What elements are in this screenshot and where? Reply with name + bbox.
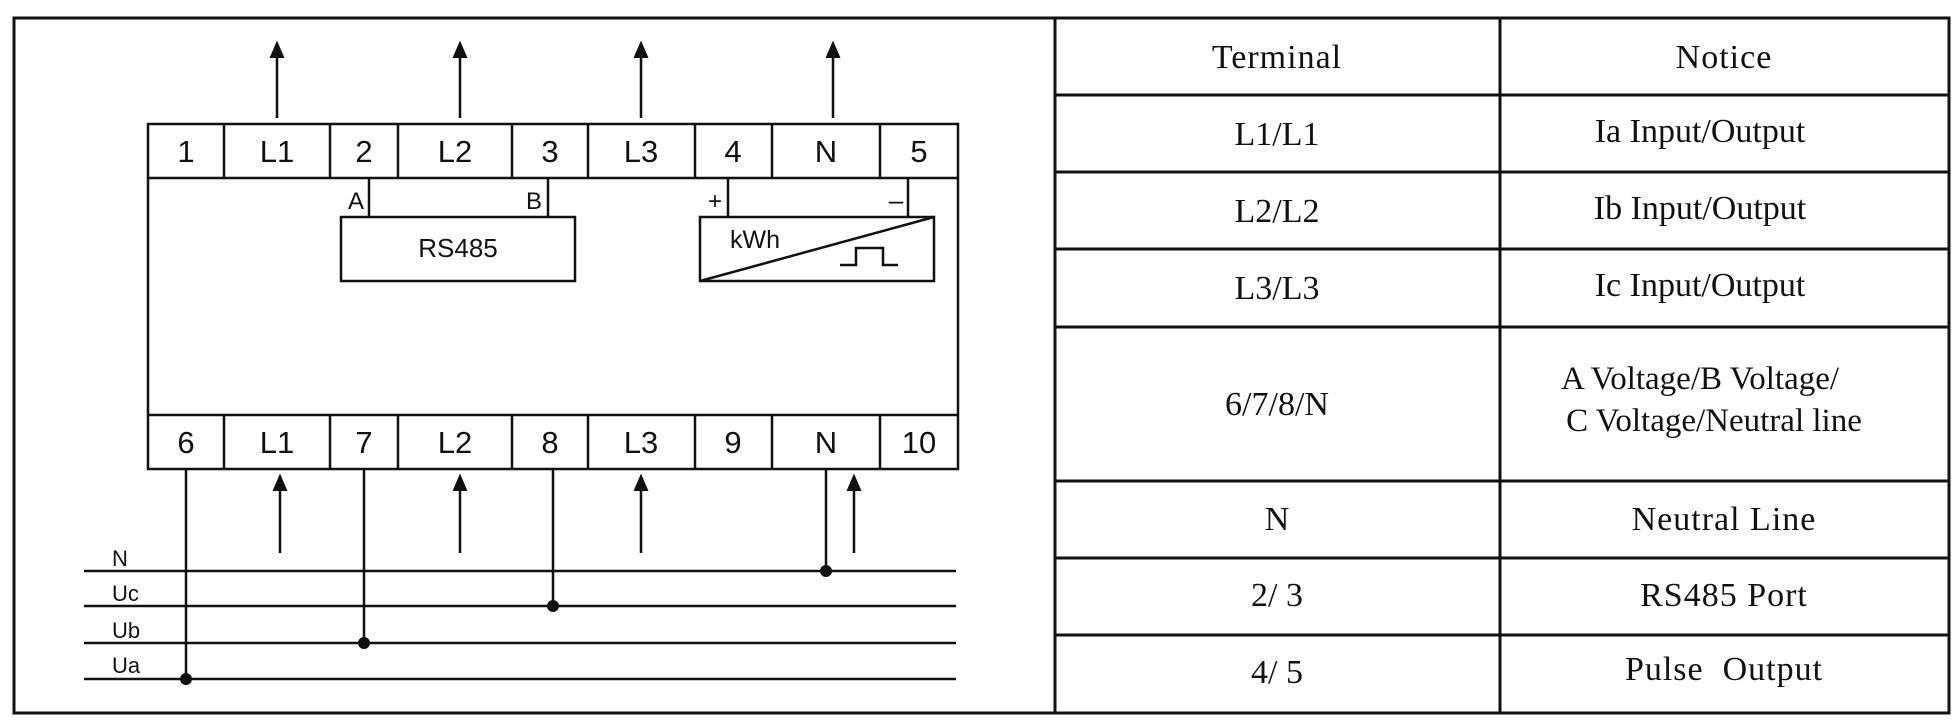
terminal-cell: 6/7/8/N [1225, 386, 1329, 423]
outer-frame [12, 16, 1951, 715]
notice-cell-line-2: C Voltage/Neutral line [1566, 403, 1862, 439]
line-label-ub: Ub [112, 618, 140, 643]
terminal-cell: 4/ 5 [1251, 654, 1303, 691]
junction-dot [820, 565, 832, 577]
bottom-terminal-row: 6 L1 7 L2 8 L3 9 N 10 [177, 415, 936, 469]
bottom-terminal-7: 7 [355, 425, 372, 460]
notice-cell: Pulse Output [1625, 651, 1823, 688]
top-terminal-n: N [815, 134, 837, 169]
top-terminal-row: 1 L1 2 L2 3 L3 4 N 5 [177, 124, 928, 178]
pulse-waveform-icon [840, 246, 898, 267]
pulse-plus-label: + [708, 188, 722, 215]
bottom-terminal-l2: L2 [438, 425, 472, 460]
rs485-module: A B RS485 [339, 178, 577, 283]
notice-cell: RS485 Port [1640, 577, 1808, 614]
top-terminal-2: 2 [355, 134, 372, 169]
top-terminal-5: 5 [910, 134, 927, 169]
junction-dot [180, 673, 192, 685]
column-header-terminal: Terminal [1212, 39, 1342, 76]
bottom-terminal-l3: L3 [624, 425, 658, 460]
rs485-label: RS485 [418, 233, 498, 263]
bottom-input-arrows [272, 473, 862, 553]
top-output-arrows [269, 40, 841, 118]
pulse-output-module: + – kWh [698, 178, 936, 283]
terminal-cell: 2/ 3 [1251, 577, 1303, 614]
bottom-terminal-9: 9 [724, 425, 741, 460]
meter-body [146, 122, 960, 471]
junction-dot [358, 637, 370, 649]
rs485-pin-b: B [526, 188, 542, 215]
terminal-cell: L2/L2 [1235, 193, 1320, 230]
bottom-terminal-10: 10 [902, 425, 936, 460]
notice-cell: Ia Input/Output [1595, 113, 1806, 150]
terminal-table: Terminal Notice L1/L1 Ia Input/Output L2… [1055, 18, 1949, 713]
line-label-n: N [112, 546, 128, 571]
top-terminal-l2: L2 [438, 134, 472, 169]
kwh-label: kWh [730, 226, 780, 254]
bottom-terminal-6: 6 [177, 425, 194, 460]
top-terminal-1: 1 [177, 134, 194, 169]
terminal-cell: L3/L3 [1235, 270, 1320, 307]
bottom-terminal-n: N [815, 425, 837, 460]
line-label-ua: Ua [112, 653, 141, 678]
pulse-divider-line [699, 215, 935, 283]
junction-dot [547, 600, 559, 612]
top-terminal-l1: L1 [260, 134, 294, 169]
terminal-cell: L1/L1 [1235, 116, 1320, 153]
voltage-taps [180, 469, 832, 685]
notice-cell-line-1: A Voltage/B Voltage/ [1561, 361, 1840, 397]
pulse-minus-label: – [889, 185, 904, 215]
column-header-notice: Notice [1676, 39, 1773, 76]
notice-cell: Neutral Line [1632, 501, 1817, 538]
bottom-terminal-l1: L1 [260, 425, 294, 460]
rs485-pin-a: A [348, 188, 364, 215]
line-label-uc: Uc [112, 581, 139, 606]
top-terminal-3: 3 [541, 134, 558, 169]
notice-cell: Ib Input/Output [1594, 190, 1807, 227]
top-terminal-4: 4 [724, 134, 741, 169]
top-terminal-l3: L3 [624, 134, 658, 169]
supply-lines: N Uc Ub Ua [84, 546, 956, 681]
terminal-cell: N [1265, 501, 1290, 538]
notice-cell: Ic Input/Output [1595, 267, 1806, 304]
bottom-terminal-8: 8 [541, 425, 558, 460]
